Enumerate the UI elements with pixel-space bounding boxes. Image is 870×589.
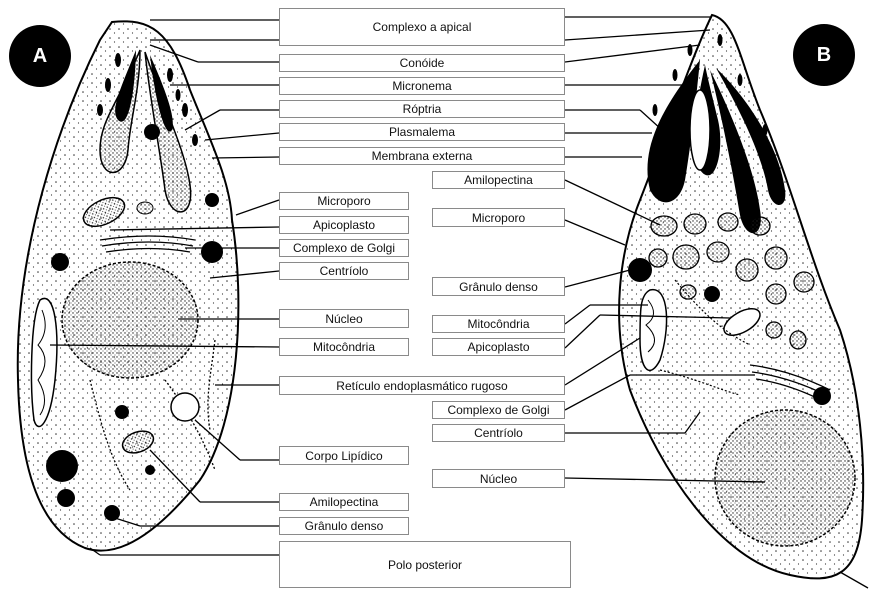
label-b-microporo: Microporo (432, 208, 565, 227)
cell-a-nucleus (62, 262, 198, 378)
panel-a-badge: A (9, 25, 71, 87)
label-plasmalema: Plasmalema (279, 123, 565, 141)
label-a-microporo: Microporo (279, 192, 409, 210)
label-polo-posterior: Polo posterior (279, 541, 571, 588)
label-a-apicoplasto: Apicoplasto (279, 216, 409, 234)
label-roptria: Róptria (279, 100, 565, 118)
label-b-amilopectina: Amilopectina (432, 171, 565, 189)
label-complexo-apical: Complexo a apical (279, 8, 565, 46)
label-a-complexo-golgi: Complexo de Golgi (279, 239, 409, 257)
label-a-centriolo: Centríolo (279, 262, 409, 280)
label-a-mitocondria: Mitocôndria (279, 338, 409, 356)
label-a-nucleo: Núcleo (279, 309, 409, 328)
label-a-corpo-lipidico: Corpo Lipídico (279, 446, 409, 465)
label-b-apicoplasto: Apicoplasto (432, 338, 565, 356)
label-b-mitocondria: Mitocôndria (432, 315, 565, 333)
label-a-amilopectina: Amilopectina (279, 493, 409, 511)
label-micronema: Micronema (279, 77, 565, 95)
label-conoide: Conóide (279, 54, 565, 72)
label-a-granulo-denso: Grânulo denso (279, 517, 409, 535)
panel-b-badge: B (793, 24, 855, 86)
label-b-complexo-golgi: Complexo de Golgi (432, 401, 565, 419)
label-b-granulo-denso: Grânulo denso (432, 277, 565, 296)
label-b-centriolo: Centríolo (432, 424, 565, 442)
cell-b-nucleus (715, 410, 855, 546)
label-membrana-externa: Membrana externa (279, 147, 565, 165)
cell-a (18, 21, 239, 550)
label-b-nucleo: Núcleo (432, 469, 565, 488)
cell-b (619, 15, 863, 578)
label-reticulo-endoplasmatico: Retículo endoplasmático rugoso (279, 376, 565, 395)
